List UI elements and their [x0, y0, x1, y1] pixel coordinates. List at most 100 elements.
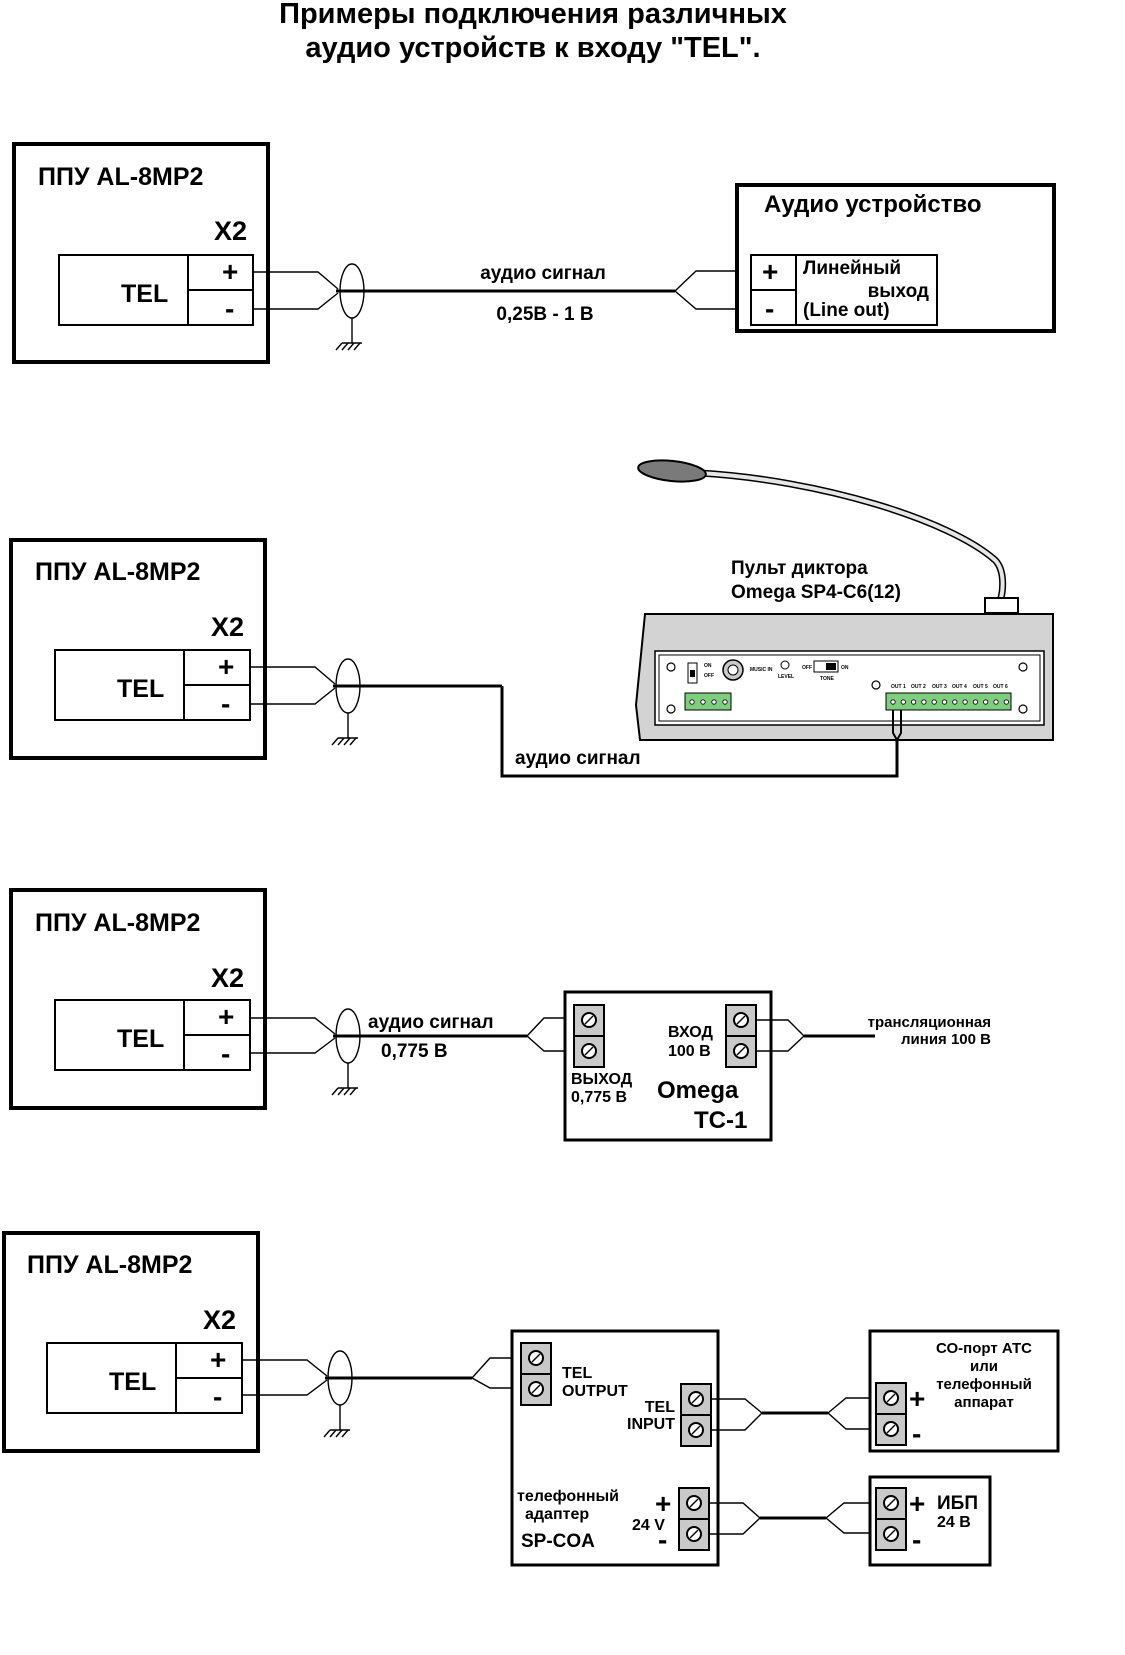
adapter-label-2: адаптер	[525, 1506, 589, 1523]
panel-terminal-pin	[962, 699, 968, 705]
co-port-label-3: телефонный	[936, 1376, 1032, 1393]
tel-label: TEL	[117, 675, 164, 703]
power-cable	[709, 1502, 876, 1535]
ground-icon	[331, 737, 359, 746]
power-plus: +	[655, 1488, 671, 1519]
line-out-label-3: (Line out)	[803, 300, 890, 321]
panel-out-1: OUT 1	[891, 684, 906, 690]
shielded-cable	[250, 658, 899, 778]
ground-icon	[323, 1429, 351, 1438]
ups-terminal	[875, 1487, 907, 1551]
panel-terminal-pin	[711, 699, 717, 705]
panel-out-4: OUT 4	[952, 684, 967, 690]
example-4-telephone-adapter: ППУ AL-8MP2 X2 TEL + - TEL OUTPUT	[2, 1231, 1060, 1567]
connector-label: X2	[203, 1305, 236, 1335]
transformer-input-label-1: ВХОД	[668, 1024, 713, 1041]
co-port-plus: +	[909, 1383, 925, 1414]
panel-out-3: OUT 3	[932, 684, 947, 690]
co-port-label-1: СО-порт АТС	[936, 1340, 1032, 1357]
connector-label: X2	[211, 612, 244, 642]
co-port-label-2: или	[970, 1358, 998, 1375]
panel-unit-name: ППУ AL-8MP2	[35, 909, 200, 937]
tel-plus: +	[222, 256, 238, 287]
panel-terminal-pin	[910, 699, 917, 705]
example-2-paging-console: ППУ AL-8MP2 X2 TEL + - аудио сигнал Пуль…	[9, 459, 1054, 778]
panel-switch-on-label: ON	[841, 665, 849, 671]
transformer-brand: Omega	[657, 1077, 739, 1104]
panel-terminal-pin	[689, 699, 695, 705]
line-out-label-1: Линейный	[803, 258, 901, 279]
power-minus: -	[658, 1524, 667, 1555]
transformer-output-label-1: ВЫХОД	[571, 1071, 633, 1088]
panel-out-6: OUT 6	[993, 684, 1008, 690]
panel-terminal-pin	[993, 699, 999, 705]
panel-terminal-pin	[890, 699, 896, 705]
panel-tone-label: TONE	[820, 676, 834, 682]
tel-output-label-1: TEL	[562, 1365, 592, 1382]
co-port-minus: -	[912, 1418, 921, 1449]
panel-terminal-pin	[700, 699, 706, 705]
console-name-1: Пульт диктора	[731, 558, 868, 579]
broadcast-line-label-1: трансляционная	[868, 1014, 991, 1031]
tel-input-label-1: TEL	[645, 1399, 675, 1416]
adapter-label-1: телефонный	[517, 1488, 619, 1505]
line-out-minus: -	[765, 293, 774, 324]
ups-plus: +	[909, 1488, 925, 1519]
co-port-label-4: аппарат	[954, 1394, 1014, 1411]
panel-unit-name: ППУ AL-8MP2	[27, 1251, 192, 1279]
transformer-output-label-2: 0,775 В	[571, 1089, 627, 1106]
transformer-input-label-2: 100 В	[668, 1043, 711, 1060]
co-port-terminal	[875, 1382, 907, 1446]
example-1-line-out: ППУ AL-8MP2 X2 TEL + - аудио сигнал 0,25…	[12, 142, 1056, 364]
connector-label: X2	[214, 216, 247, 246]
broadcast-line-label-2: линия 100 В	[901, 1031, 991, 1048]
transformer-model: TC-1	[694, 1107, 747, 1134]
tel-plus: +	[218, 651, 234, 682]
ups-name: ИБП	[937, 1493, 978, 1514]
panel-music-in-label: MUSIC IN	[750, 667, 773, 673]
shielded-cable	[250, 1008, 574, 1096]
title-line-1: Примеры подключения различных	[279, 0, 787, 30]
microphone-icon	[637, 459, 707, 483]
tel-minus: -	[225, 293, 234, 324]
panel-terminal-pin	[931, 699, 937, 705]
shielded-cable	[253, 263, 757, 351]
panel-terminal-pin	[983, 699, 989, 705]
panel-out-2: OUT 2	[911, 684, 926, 690]
panel-terminal-pin	[972, 699, 979, 705]
line-out-plus: +	[762, 256, 778, 287]
ups-voltage: 24 В	[937, 1514, 971, 1531]
example-3-transformer: ППУ AL-8MP2 X2 TEL + - аудио сигнал 0,77…	[9, 888, 991, 1142]
panel-on-label: ON	[704, 663, 712, 669]
panel-switch-off-label: OFF	[802, 665, 812, 671]
ground-icon	[335, 342, 363, 351]
transformer-output-terminal	[573, 1004, 605, 1068]
panel-terminal-pin	[722, 699, 728, 705]
ground-icon	[331, 1087, 359, 1096]
line-out-label-2: выход	[868, 281, 929, 302]
panel-unit-name: ППУ AL-8MP2	[35, 558, 200, 586]
transformer-input-terminal	[725, 1004, 757, 1068]
console-name-2: Omega SP4-C6(12)	[731, 582, 901, 603]
ups-minus: -	[912, 1524, 921, 1555]
tel-label: TEL	[109, 1368, 156, 1396]
title-line-2: аудио устройств к входу "TEL".	[305, 32, 760, 64]
tel-output-label-2: OUTPUT	[562, 1383, 628, 1400]
panel-terminal-pin	[1003, 699, 1009, 705]
signal-level: 0,775 В	[381, 1041, 448, 1062]
panel-terminal-pin	[900, 699, 906, 705]
tel-minus: -	[221, 688, 230, 719]
panel-terminal-pin	[952, 699, 958, 705]
audio-device-title: Аудио устройство	[764, 191, 982, 218]
panel-level-label: LEVEL	[778, 674, 794, 680]
tel-minus: -	[213, 1381, 222, 1412]
paging-console-icon: ON OFF MUSIC IN LEVEL OFF ON TONE OUT 1 …	[634, 459, 1054, 743]
broadcast-line-cable	[756, 1019, 875, 1052]
power-input-terminal	[678, 1487, 710, 1551]
signal-label: аудио сигнал	[368, 1012, 494, 1033]
panel-terminal-pin	[921, 699, 927, 705]
tel-input-label-2: INPUT	[627, 1416, 675, 1433]
signal-label: аудио сигнал	[480, 263, 606, 284]
tel-output-terminal	[520, 1342, 552, 1406]
shielded-cable	[242, 1350, 521, 1438]
